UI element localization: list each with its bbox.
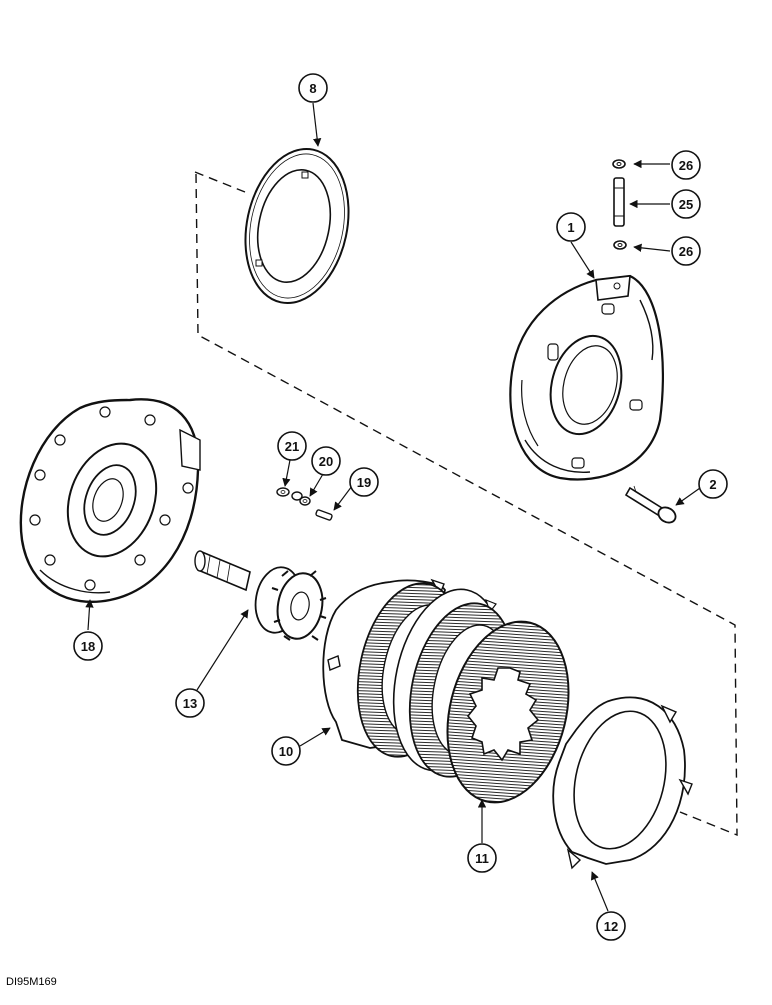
callout-10[interactable]: 10 [271,736,301,766]
callout-label-10: 10 [279,744,293,759]
assembly-outline-dashed [194,171,738,837]
callout-19[interactable]: 19 [349,467,379,497]
callout-25[interactable]: 25 [671,189,701,219]
callout-26-lower[interactable]: 26 [671,236,701,266]
callout-1[interactable]: 1 [556,212,586,242]
separator-plate-part-12 [552,696,693,870]
leader-lines [85,102,701,912]
callout-26-upper[interactable]: 26 [671,150,701,180]
callout-label-2: 2 [709,477,716,492]
backing-plate-part-8 [244,147,350,305]
callout-label-26-lower: 26 [679,244,693,259]
callout-8[interactable]: 8 [298,73,328,103]
callout-label-1: 1 [567,220,574,235]
callout-18[interactable]: 18 [73,631,103,661]
nut-part-26-upper [612,159,626,169]
bolt-part-2 [624,485,677,524]
nut-part-21 [276,487,290,497]
shaft-gear-part-13 [194,550,327,641]
housing-part-1 [509,274,665,481]
callout-20[interactable]: 20 [311,446,341,476]
nut-part-26-lower [613,240,627,250]
callout-label-13: 13 [183,696,197,711]
callout-label-19: 19 [357,475,371,490]
callout-21[interactable]: 21 [277,431,307,461]
callout-label-26-upper: 26 [679,158,693,173]
callout-label-21: 21 [285,439,299,454]
callout-2[interactable]: 2 [698,469,728,499]
callout-11[interactable]: 11 [467,843,497,873]
callout-13[interactable]: 13 [175,688,205,718]
stud-part-25 [613,177,625,227]
callout-label-20: 20 [319,454,333,469]
drawing-reference-code: DI95M169 [6,976,57,988]
callout-label-25: 25 [679,197,693,212]
callout-12[interactable]: 12 [596,911,626,941]
washer-part-20 [291,491,311,506]
callout-label-12: 12 [604,919,618,934]
cover-part-18 [19,398,201,604]
callout-label-11: 11 [475,851,489,866]
callout-label-18: 18 [81,639,95,654]
pin-part-19 [315,509,333,521]
callout-label-8: 8 [309,81,316,96]
